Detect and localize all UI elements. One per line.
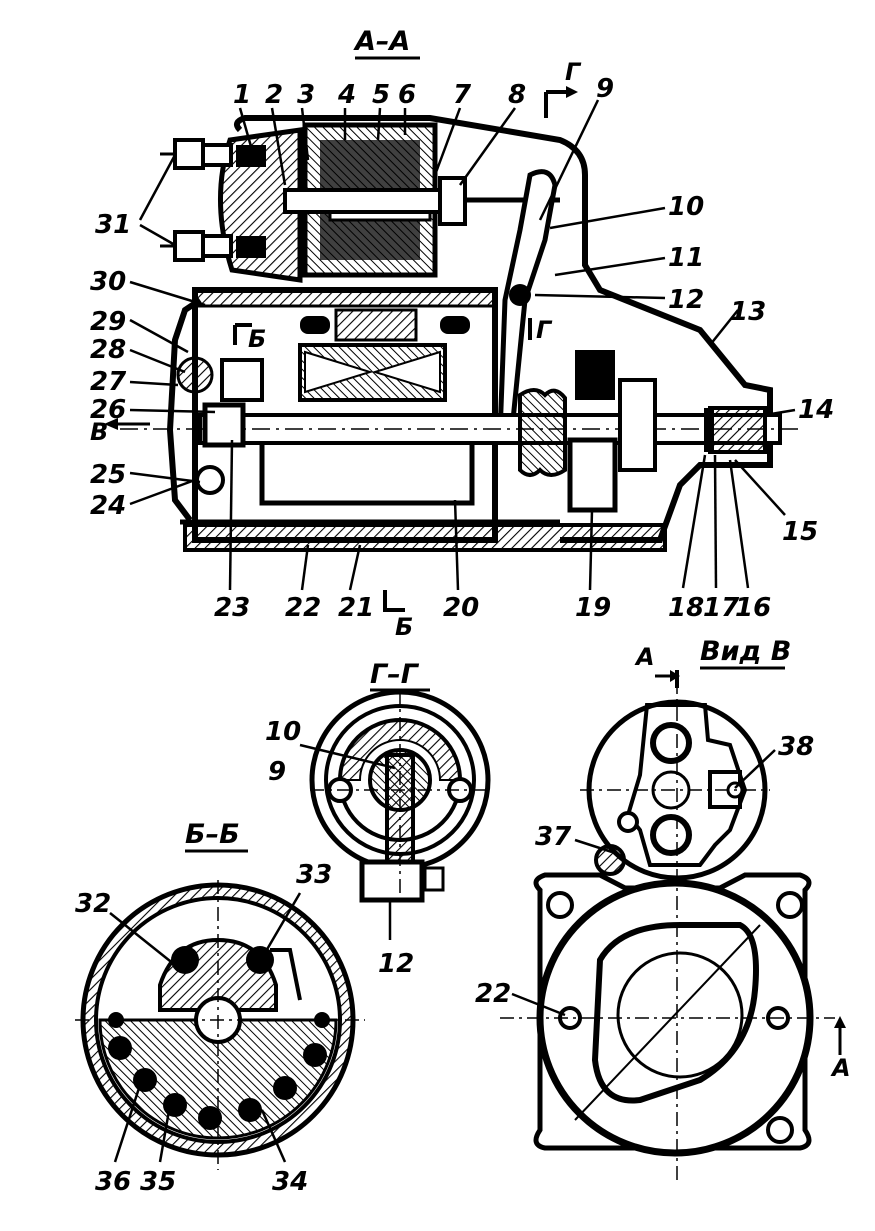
callout-31: 31	[95, 210, 131, 240]
callout-view-22: 22	[475, 979, 511, 1009]
callout-gg-10: 10	[265, 717, 301, 747]
mark-v: В	[90, 418, 108, 446]
mark-b-top: Б	[248, 325, 266, 353]
section-gg	[299, 689, 491, 940]
callout-22: 22	[285, 593, 321, 623]
callout-29: 29	[90, 307, 126, 337]
callout-19: 19	[575, 593, 611, 623]
callout-13: 13	[730, 297, 766, 327]
callout-1: 1	[233, 80, 251, 110]
callout-gg-12: 12	[378, 949, 414, 979]
callout-14: 14	[798, 395, 834, 425]
section-gg-title: Г–Г	[370, 659, 420, 690]
callout-gg-9: 9	[268, 757, 286, 787]
callout-3: 3	[297, 80, 315, 110]
callout-20: 20	[443, 593, 479, 623]
mark-a-right: А	[830, 1054, 851, 1082]
callout-18: 18	[668, 593, 704, 623]
callout-11: 11	[668, 243, 704, 273]
mark-g-mid: Г	[536, 316, 553, 344]
commutator	[220, 358, 264, 402]
callout-8: 8	[508, 80, 526, 110]
callout-bb-33: 33	[296, 860, 332, 890]
callout-28: 28	[90, 335, 126, 365]
callouts-main: 1 2 3 4 5 6 7 8 9 10 11 12 13 14 15 16 1…	[90, 74, 834, 623]
leader-lines	[129, 99, 796, 591]
terminal-bolts	[160, 138, 266, 262]
callout-7: 7	[453, 80, 472, 110]
mark-b-bottom: Б	[395, 613, 413, 641]
callout-25: 25	[90, 460, 126, 490]
section-bb	[75, 880, 365, 1170]
callout-bb-36: 36	[95, 1167, 131, 1197]
view-v	[500, 670, 846, 1180]
callout-5: 5	[372, 80, 390, 110]
callout-27: 27	[90, 367, 127, 397]
callout-6: 6	[398, 80, 416, 110]
callout-24: 24	[90, 491, 126, 521]
mark-a-top: А	[634, 643, 655, 671]
callout-10: 10	[668, 192, 704, 222]
callout-30: 30	[90, 267, 126, 297]
section-aa	[104, 86, 800, 612]
callout-bb-32: 32	[75, 889, 111, 919]
callout-bb-34: 34	[272, 1167, 308, 1197]
callout-17: 17	[703, 593, 740, 623]
callout-view-37: 37	[535, 822, 572, 852]
callout-bb-35: 35	[140, 1167, 176, 1197]
section-aa-title: А–А	[353, 26, 410, 57]
view-v-title: Вид В	[700, 636, 791, 667]
callout-2: 2	[265, 80, 283, 110]
mark-g-top: Г	[565, 58, 582, 86]
callout-15: 15	[782, 517, 818, 547]
callout-26: 26	[90, 395, 126, 425]
callout-4: 4	[337, 80, 356, 110]
callout-16: 16	[735, 593, 771, 623]
callout-view-38: 38	[778, 732, 814, 762]
overrunning-clutch	[518, 350, 657, 513]
callout-9: 9	[596, 74, 614, 104]
section-bb-title: Б–Б	[185, 819, 240, 850]
drive-lever	[497, 169, 558, 439]
callout-23: 23	[214, 593, 250, 623]
callout-21: 21	[338, 593, 374, 623]
callout-12: 12	[668, 285, 704, 315]
